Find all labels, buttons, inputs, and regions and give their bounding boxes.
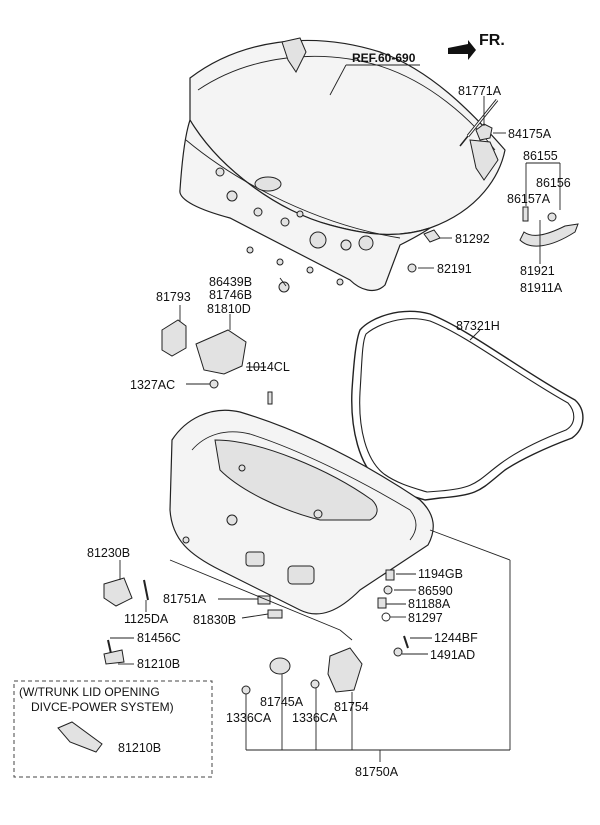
part-label: 81188A — [408, 597, 451, 611]
front-label: FR. — [479, 32, 505, 49]
front-direction-arrow — [448, 40, 476, 60]
trim-panel — [169, 409, 434, 615]
part-label: 1491AD — [430, 648, 475, 662]
part-label: 81793 — [156, 290, 191, 304]
part-label: 81745A — [260, 695, 304, 709]
part-label: 81746B — [209, 288, 252, 302]
trunk-lid-panel — [179, 37, 506, 292]
reference-label: REF.60-690 — [352, 51, 416, 65]
part-label: 81456C — [137, 631, 181, 645]
part-label: 81771A — [458, 84, 502, 98]
part-label: 84175A — [508, 127, 552, 141]
part-label: 81210B — [137, 657, 180, 671]
part-label: 86155 — [523, 149, 558, 163]
note-line-2: DIVCE-POWER SYSTEM) — [31, 700, 174, 714]
labels: REF.60-690 FR. 81771A 84175A 86155 86156… — [19, 32, 571, 779]
part-label: 81751A — [163, 592, 207, 606]
part-label: 81754 — [334, 700, 369, 714]
part-label: 87321H — [456, 319, 500, 333]
part-label: 81810D — [207, 302, 251, 316]
bracket-parts — [278, 206, 579, 293]
leader-lines — [110, 64, 561, 762]
part-label: 1336CA — [226, 711, 272, 725]
part-label: 81830B — [193, 613, 236, 627]
part-label: 86590 — [418, 584, 453, 598]
part-label: 81921 — [520, 264, 555, 278]
part-label: 1014CL — [246, 360, 290, 374]
part-label: 1125DA — [124, 612, 169, 626]
part-label: 82191 — [437, 262, 472, 276]
part-label: 81297 — [408, 611, 443, 625]
part-label: 1244BF — [434, 631, 478, 645]
part-label: 1336CA — [292, 711, 338, 725]
part-label: 1327AC — [130, 378, 175, 392]
part-label: 81210B — [118, 741, 161, 755]
weatherstrip — [351, 310, 584, 501]
part-label: 1194GB — [418, 567, 463, 581]
part-label: 81911A — [520, 281, 563, 295]
part-label: 81292 — [455, 232, 490, 246]
gas-spring — [459, 99, 499, 147]
latch-assembly — [161, 319, 273, 405]
part-label: 86156 — [536, 176, 571, 190]
note-line-1: (W/TRUNK LID OPENING — [19, 685, 160, 699]
part-label: 81750A — [355, 765, 399, 779]
part-label: 86157A — [507, 192, 551, 206]
part-label: 86439B — [209, 275, 252, 289]
part-label: 81230B — [87, 546, 130, 560]
lower-parts — [57, 569, 409, 753]
note-box — [13, 680, 213, 778]
